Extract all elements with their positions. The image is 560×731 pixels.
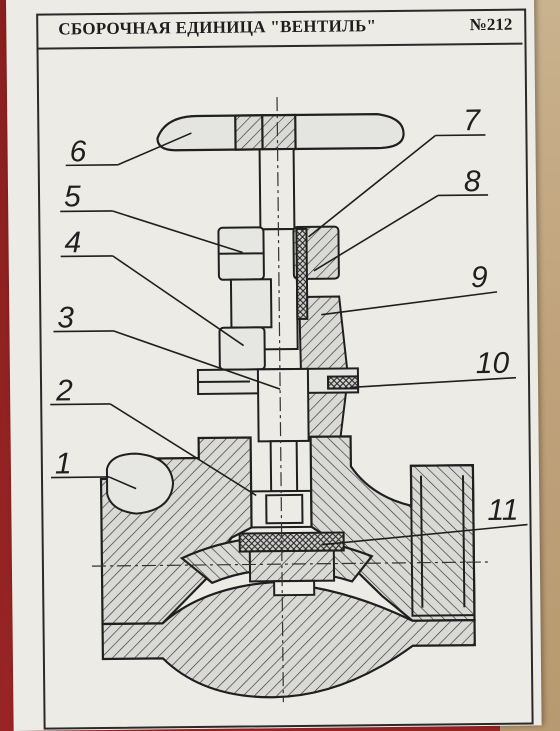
callout-2: 2 <box>55 374 73 407</box>
leader-lines <box>50 132 528 546</box>
drawing-sheet: СБОРОЧНАЯ ЕДИНИЦА "ВЕНТИЛЬ" №212 <box>6 0 542 731</box>
body-ports <box>105 452 476 617</box>
callout-5: 5 <box>64 180 81 213</box>
callout-10: 10 <box>476 347 510 380</box>
callout-labels: 1 2 3 4 5 6 7 8 9 10 11 <box>55 104 519 527</box>
center-lines <box>91 97 492 703</box>
callout-8: 8 <box>464 165 481 198</box>
valve-drawing: 1 2 3 4 5 6 7 8 9 10 11 <box>50 97 528 703</box>
callout-11: 11 <box>487 494 519 527</box>
valve-disc <box>238 531 345 597</box>
callout-4: 4 <box>64 226 81 259</box>
callout-1: 1 <box>55 447 72 480</box>
handwheel <box>156 113 405 152</box>
callout-7: 7 <box>463 104 481 137</box>
callout-6: 6 <box>69 135 86 168</box>
callout-3: 3 <box>57 301 74 334</box>
callout-9: 9 <box>471 261 488 294</box>
